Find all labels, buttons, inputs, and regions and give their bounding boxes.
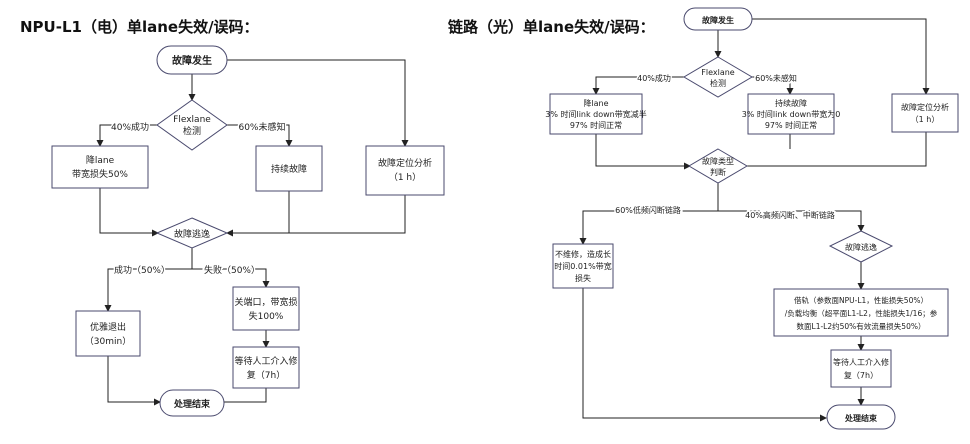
- right-edge-label-success40: 40%成功: [637, 73, 671, 83]
- right-borrow-label-1: 借轨（参数面NPU-L1，性能损失50%）: [794, 295, 928, 305]
- right-repair-node: 等待人工介入修 复（7h）: [830, 349, 892, 388]
- left-degrade-label-1: 降lane: [86, 154, 115, 166]
- left-locate-node: 故障定位分析 （1 h）: [365, 145, 445, 196]
- right-detect-label-2: 检测: [710, 78, 726, 88]
- right-end-label: 处理结束: [844, 413, 878, 423]
- right-escape-label: 故障逃逸: [845, 242, 877, 252]
- right-persist-label-3: 97% 时间正常: [765, 120, 817, 130]
- right-persist-label-1: 持续故障: [775, 98, 807, 108]
- right-degrade-node: 降lane 3% 时间link down带宽减半 97% 时间正常: [545, 93, 647, 135]
- left-start-label: 故障发生: [172, 54, 212, 67]
- left-detect-label-2: 检测: [183, 125, 201, 137]
- left-persist-node: 持续故障: [255, 145, 323, 192]
- left-diagram-title: NPU-L1（电）单lane失效/误码：: [20, 18, 259, 36]
- right-classify-decision: 故障类型 判断: [688, 148, 748, 184]
- right-edge-label-low60: 60%低频闪断链路: [615, 205, 681, 215]
- left-graceful-label-2: （30min）: [85, 336, 131, 347]
- right-no-repair-label-2: 时间0.01%带宽: [554, 261, 611, 271]
- right-borrow-node: 借轨（参数面NPU-L1，性能损失50%） /负载均衡（超平面L1-L2，性能损…: [773, 288, 949, 337]
- right-diagram-title: 链路（光）单lane失效/误码：: [448, 18, 655, 36]
- right-classify-label-1: 故障类型: [702, 156, 734, 166]
- left-graceful-label-1: 优雅退出: [90, 321, 126, 333]
- left-edge-label-success40: 40%成功: [111, 121, 149, 133]
- left-start-node: 故障发生: [156, 45, 228, 75]
- left-flowchart: 40%成功 60%未感知 成功（50%） 失败（50%） 故障发生 Flexla…: [51, 45, 445, 417]
- left-edge-label-unaware60: 60%未感知: [238, 121, 285, 133]
- right-degrade-label-2: 3% 时间link down带宽减半: [545, 109, 647, 119]
- left-repair-node: 等待人工介入修 复（7h）: [232, 346, 300, 389]
- left-degrade-label-2: 带宽损失50%: [72, 168, 128, 180]
- left-persist-label: 持续故障: [271, 163, 307, 175]
- left-close-port-label-1: 关端口，带宽损: [234, 296, 297, 308]
- left-escape-label: 故障逃逸: [174, 228, 210, 240]
- right-detect-decision: Flexlane 检测: [683, 56, 753, 98]
- right-degrade-label-3: 97% 时间正常: [570, 120, 622, 130]
- right-no-repair-label-3: 损失: [575, 273, 591, 283]
- right-edge-label-high40: 40%高频闪断、中断链路: [745, 210, 835, 220]
- right-locate-node: 故障定位分析 （1 h）: [891, 93, 959, 133]
- left-detect-decision: Flexlane 检测: [156, 99, 228, 151]
- right-persist-node: 持续故障 3% 时间link down带宽为0 97% 时间正常: [742, 93, 841, 135]
- right-repair-label-1: 等待人工介入修: [833, 357, 889, 367]
- right-borrow-label-3: 数面L1-L2约50%有效流量损失50%）: [797, 321, 926, 331]
- left-escape-decision: 故障逃逸: [155, 217, 229, 249]
- left-detect-label-1: Flexlane: [173, 115, 211, 125]
- right-detect-label-1: Flexlane: [701, 68, 735, 77]
- left-end-node: 处理结束: [159, 389, 225, 417]
- right-locate-label-1: 故障定位分析: [901, 102, 949, 112]
- right-end-node: 处理结束: [826, 404, 896, 430]
- left-close-port-node: 关端口，带宽损 失100%: [232, 286, 300, 331]
- right-escape-decision: 故障逃逸: [828, 230, 894, 263]
- left-locate-label-2: （1 h）: [389, 172, 421, 183]
- left-repair-label-1: 等待人工介入修: [234, 355, 297, 367]
- left-edge-label-success50: 成功（50%）: [114, 264, 170, 276]
- left-degrade-node: 降lane 带宽损失50%: [51, 145, 149, 189]
- right-degrade-label-1: 降lane: [583, 98, 608, 108]
- right-no-repair-label-1: 不维修，造成长: [555, 249, 611, 259]
- left-edge-label-fail50: 失败（50%）: [204, 264, 260, 276]
- right-edge-label-unaware60: 60%未感知: [755, 73, 797, 83]
- right-locate-label-2: （1 h）: [911, 115, 940, 124]
- left-locate-label-1: 故障定位分析: [378, 157, 432, 169]
- right-flowchart: 40%成功 60%未感知 60%低频闪断链路 40%高频闪断、中断链路 故障发生…: [545, 7, 959, 430]
- left-close-port-label-2: 失100%: [249, 310, 284, 322]
- right-start-label: 故障发生: [702, 15, 734, 25]
- left-end-label: 处理结束: [173, 398, 211, 410]
- left-repair-label-2: 复（7h）: [247, 369, 285, 381]
- right-repair-label-2: 复（7h）: [844, 370, 878, 380]
- right-no-repair-node: 不维修，造成长 时间0.01%带宽 损失: [552, 243, 614, 289]
- left-graceful-exit-node: 优雅退出 （30min）: [75, 310, 141, 357]
- right-persist-label-2: 3% 时间link down带宽为0: [742, 109, 841, 119]
- right-borrow-label-2: /负载均衡（超平面L1-L2，性能损失1/16；参: [785, 308, 938, 318]
- right-start-node: 故障发生: [683, 7, 753, 31]
- right-classify-label-2: 判断: [710, 167, 726, 177]
